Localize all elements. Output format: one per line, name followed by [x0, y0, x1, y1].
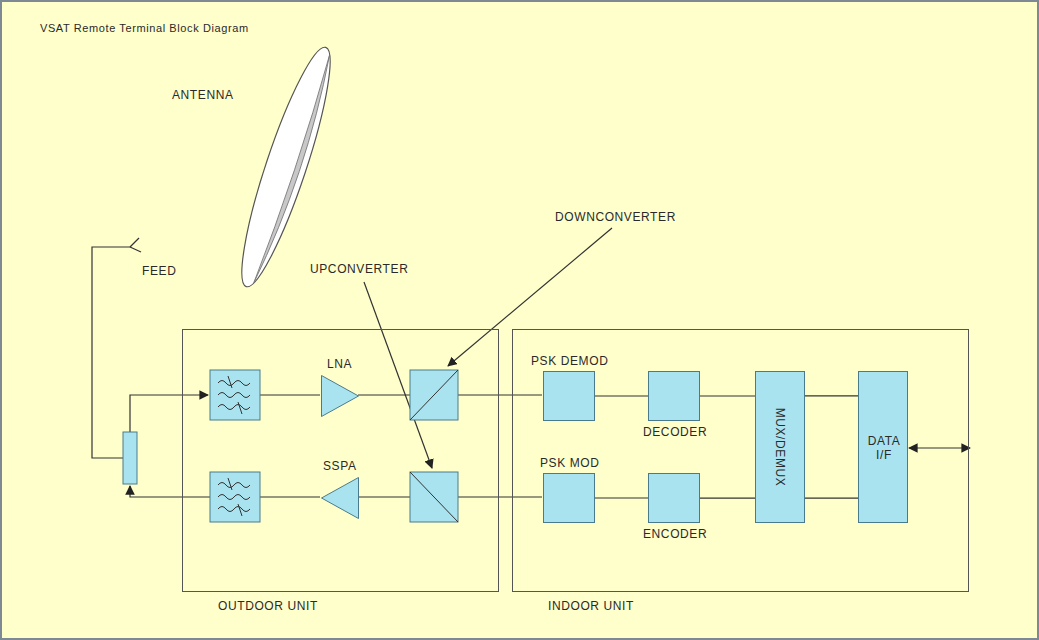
outdoor-unit: OUTDOOR UNITLNASSPA [182, 329, 499, 592]
diagram-title: VSAT Remote Terminal Block Diagram [40, 22, 249, 34]
decoder-box: DECODER [648, 371, 700, 421]
interface-box: DATA I/F [858, 371, 908, 523]
unit-label: OUTDOOR UNIT [218, 599, 318, 613]
signal-wire [595, 497, 648, 498]
block-label: SSPA [323, 459, 357, 473]
mux-box: MUX/DEMUX [755, 371, 805, 523]
antenna-label: ANTENNA [172, 88, 234, 102]
signal-wire [700, 497, 755, 498]
antenna-dish [227, 41, 344, 293]
block-label: DECODER [643, 425, 707, 439]
demodulator-box: PSK DEMOD [543, 371, 595, 421]
signal-wire [700, 395, 755, 396]
sspa-amplifier: SSPA [321, 477, 359, 519]
amplifier-triangle [321, 375, 359, 417]
rf-wiring [92, 228, 970, 497]
unit-label: INDOOR UNIT [548, 599, 634, 613]
indoor-unit: INDOOR UNITPSK DEMODDECODERPSK MODENCODE… [512, 329, 969, 592]
encoder-box: ENCODER [648, 473, 700, 523]
downconverter-box [410, 370, 458, 420]
signal-wire [805, 395, 858, 396]
bandpass-filter [210, 370, 260, 420]
upconverter-box [410, 472, 458, 522]
block-label: PSK DEMOD [531, 354, 608, 368]
block-label: MUX/DEMUX [773, 408, 787, 487]
block-label: LNA [327, 357, 352, 371]
lna-amplifier: LNA [321, 375, 359, 417]
converter-label: UPCONVERTER [310, 262, 408, 276]
modulator-box: PSK MOD [543, 473, 595, 523]
block-label: PSK MOD [540, 456, 600, 470]
amplifier-triangle [321, 477, 359, 519]
feed-label: FEED [142, 264, 176, 278]
signal-wire [595, 395, 648, 396]
block-label: DATA I/F [862, 434, 906, 462]
diplexer [123, 432, 137, 484]
signal-wire [805, 497, 858, 498]
block-label: ENCODER [643, 527, 707, 541]
bandpass-filter [210, 472, 260, 522]
converter-label: DOWNCONVERTER [555, 210, 676, 224]
